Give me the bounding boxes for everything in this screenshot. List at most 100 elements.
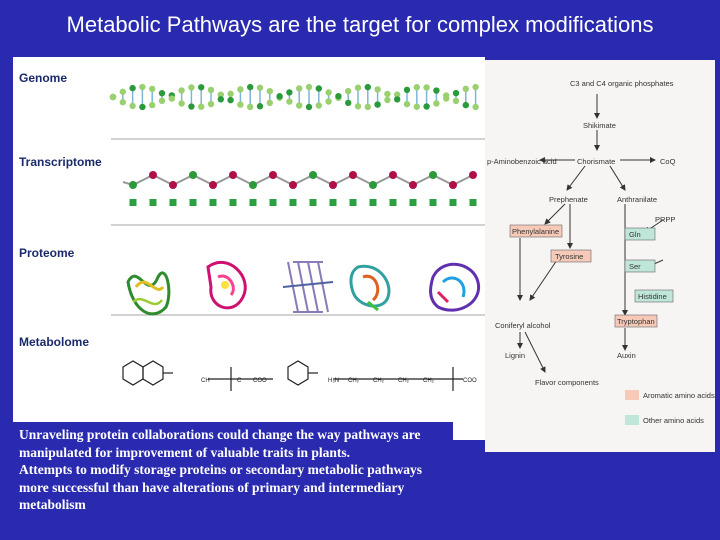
- chorismate-label: Chorismate: [577, 157, 615, 166]
- svg-text:CH₂: CH₂: [373, 378, 385, 384]
- rna-nucleotide: [329, 181, 337, 189]
- dna-base: [413, 84, 420, 91]
- dna-base: [305, 103, 313, 111]
- phenylalanine-box: [509, 224, 563, 238]
- dna-base: [119, 99, 127, 106]
- rna-nucleotide: [429, 171, 437, 179]
- legend-other-swatch: [625, 415, 639, 425]
- rna-base: [209, 199, 217, 206]
- dna-base: [149, 101, 156, 109]
- tryptophan-box: [614, 314, 658, 328]
- dna-base: [472, 103, 479, 111]
- mrna-strand-icon: [122, 171, 477, 206]
- dna-base: [384, 90, 391, 98]
- dna-base: [188, 103, 195, 110]
- rna-nucleotide: [269, 171, 277, 179]
- rna-base: [289, 199, 297, 206]
- rna-base: [449, 199, 457, 206]
- tryptophan-label: Tryptophan: [617, 317, 655, 326]
- dna-base: [433, 100, 440, 107]
- rna-base: [249, 199, 257, 206]
- dna-base: [188, 84, 195, 91]
- metabolome-label: Metabolome: [19, 335, 90, 349]
- gln-label: Gln: [629, 230, 641, 239]
- tyrosine-box: [550, 249, 592, 263]
- anthranilate-label: Anthranilate: [617, 195, 657, 204]
- rna-nucleotide: [389, 171, 397, 179]
- callout-paragraph-2: Attempts to modify storage proteins or s…: [19, 462, 422, 513]
- shikimate-label: Shikimate: [583, 121, 616, 130]
- rna-nucleotide: [209, 181, 217, 189]
- dna-base: [256, 84, 264, 91]
- rna-base: [369, 199, 377, 206]
- dna-base: [247, 83, 254, 91]
- dna-base: [276, 93, 283, 100]
- dna-base: [325, 89, 332, 96]
- rna-base: [169, 199, 177, 206]
- dna-base: [286, 89, 293, 96]
- dna-base: [198, 84, 205, 91]
- dna-base: [168, 95, 175, 102]
- dna-base: [364, 83, 371, 91]
- rna-nucleotide: [469, 171, 477, 179]
- rna-base: [129, 199, 137, 206]
- auxin-label: Auxin: [617, 351, 636, 360]
- dna-base: [237, 86, 244, 93]
- dna-base: [325, 98, 332, 105]
- dna-base: [217, 91, 224, 98]
- histidine-box: [634, 289, 674, 303]
- dna-base: [158, 89, 166, 97]
- rna-nucleotide: [409, 181, 417, 189]
- rna-base: [409, 199, 417, 206]
- ser-box: [624, 259, 656, 273]
- arrow: [524, 331, 546, 373]
- dna-base: [452, 97, 460, 105]
- flavor-label: Flavor components: [535, 378, 599, 387]
- prephenate-label: Prephenate: [549, 195, 588, 204]
- arrow: [529, 259, 558, 301]
- dna-base: [178, 100, 185, 107]
- dna-base: [394, 96, 401, 103]
- callout-paragraph-1: Unraveling protein collaborations could …: [19, 427, 421, 460]
- protein-structures-icon: [126, 260, 481, 316]
- rna-nucleotide: [309, 171, 317, 179]
- rna-nucleotide: [189, 171, 197, 179]
- rna-nucleotide: [289, 181, 297, 189]
- start-label: C3 and C4 organic phosphates: [570, 79, 674, 88]
- arrow: [566, 165, 586, 191]
- metabolite-structures-icon: [122, 360, 463, 391]
- dna-base: [423, 103, 430, 110]
- dna-base: [384, 96, 391, 104]
- dna-base: [305, 83, 313, 91]
- dna-base: [198, 103, 205, 110]
- dna-base: [227, 90, 234, 98]
- dna-base: [139, 103, 146, 111]
- shikimate-pathway-figure: C3 and C4 organic phosphates Shikimate p…: [485, 60, 715, 452]
- dna-helix-icon: [109, 83, 479, 111]
- tyrosine-label: Tyrosine: [555, 252, 583, 261]
- svg-text:CH₂: CH₂: [423, 378, 435, 384]
- rna-nucleotide: [369, 181, 377, 189]
- dna-base: [178, 87, 185, 94]
- dna-base: [403, 86, 411, 94]
- rna-nucleotide: [169, 181, 177, 189]
- dna-base: [433, 87, 440, 94]
- dna-base: [217, 96, 224, 103]
- rna-base: [469, 199, 477, 206]
- dna-base: [374, 101, 381, 108]
- svg-text:CH₂: CH₂: [348, 378, 360, 384]
- dna-base: [247, 103, 254, 111]
- prpp-label: PRPP: [655, 215, 675, 224]
- dna-base: [462, 101, 469, 109]
- dna-base: [462, 85, 469, 93]
- dna-base: [423, 84, 430, 91]
- dna-base: [149, 85, 156, 93]
- svg-text:COO: COO: [463, 378, 477, 384]
- rna-base: [229, 199, 237, 206]
- dna-base: [443, 95, 450, 102]
- rna-base: [329, 199, 337, 206]
- legend-aromatic-label: Aromatic amino acids: [643, 391, 715, 400]
- rna-nucleotide: [249, 181, 257, 189]
- arrow: [544, 203, 566, 225]
